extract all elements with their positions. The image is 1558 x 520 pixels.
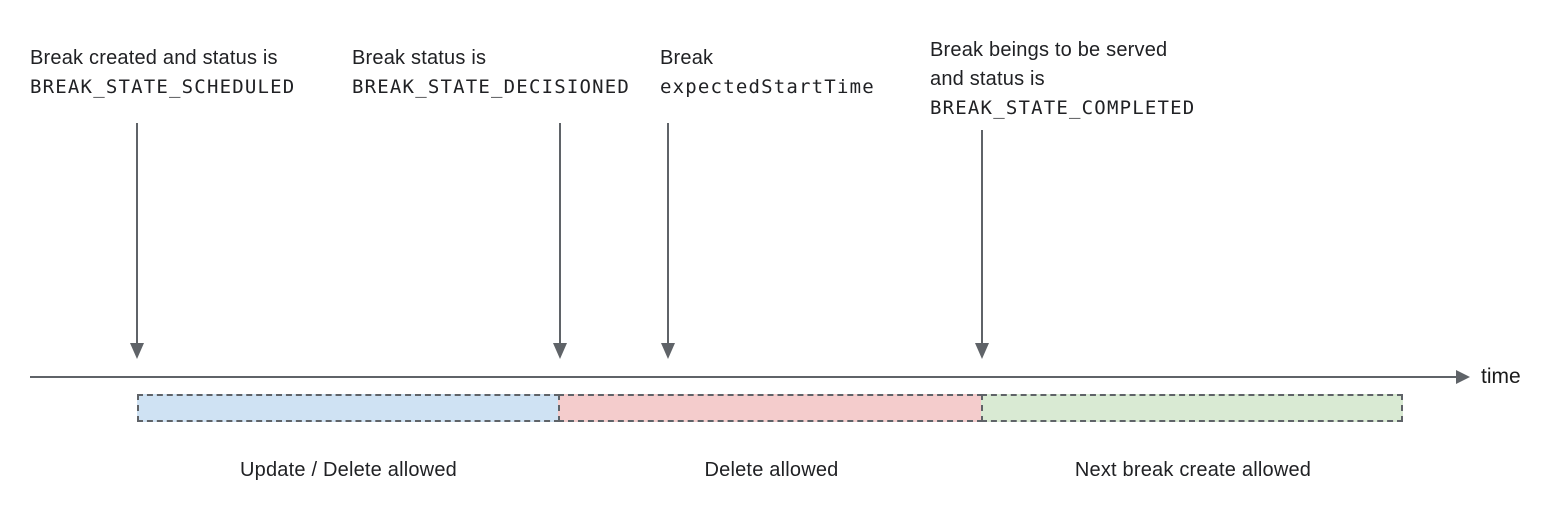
arrow-expected-start-time-arrowhead-icon [661,343,675,359]
annotation-break-created: Break created and status is BREAK_STATE_… [30,44,295,102]
segment-update-delete-allowed [137,394,560,422]
annotation-break-served-text-line2: and status is [930,68,1045,90]
segment-label-update-delete-allowed: Update / Delete allowed [240,459,457,481]
arrow-expected-start-time-line [667,123,669,343]
arrow-break-served [975,130,989,359]
arrow-break-created [130,123,144,359]
time-axis-arrowhead-icon [1456,370,1470,384]
arrow-break-decisioned-line [559,123,561,343]
arrow-break-created-arrowhead-icon [130,343,144,359]
arrow-break-decisioned [553,123,567,359]
arrow-break-decisioned-arrowhead-icon [553,343,567,359]
annotation-break-decisioned-text: Break status is [352,47,487,69]
time-axis [30,370,1470,384]
annotation-expected-start-time-code: expectedStartTime [660,76,875,98]
segment-next-break-create-allowed [981,394,1403,422]
annotation-break-decisioned-state-code: BREAK_STATE_DECISIONED [352,76,631,98]
annotation-break-served-text-line1: Break beings to be served [930,39,1168,61]
annotation-break-served: Break beings to be served and status is … [930,36,1195,123]
annotation-expected-start-time: Break expectedStartTime [660,44,875,102]
segment-label-next-break-create-allowed: Next break create allowed [1074,459,1312,481]
annotation-break-created-state-code: BREAK_STATE_SCHEDULED [30,76,296,98]
segment-label-delete-allowed: Delete allowed [704,459,839,481]
segment-delete-allowed [558,394,983,422]
arrow-break-served-arrowhead-icon [975,343,989,359]
annotation-expected-start-time-text: Break [660,47,714,69]
time-axis-label: time [1481,365,1521,388]
arrow-expected-start-time [661,123,675,359]
time-axis-line [30,376,1456,378]
arrow-break-served-line [981,130,983,343]
annotation-break-decisioned: Break status is BREAK_STATE_DECISIONED [352,44,630,102]
arrow-break-created-line [136,123,138,343]
annotation-break-created-text: Break created and status is [30,47,278,69]
annotation-break-served-state-code: BREAK_STATE_COMPLETED [930,97,1196,119]
